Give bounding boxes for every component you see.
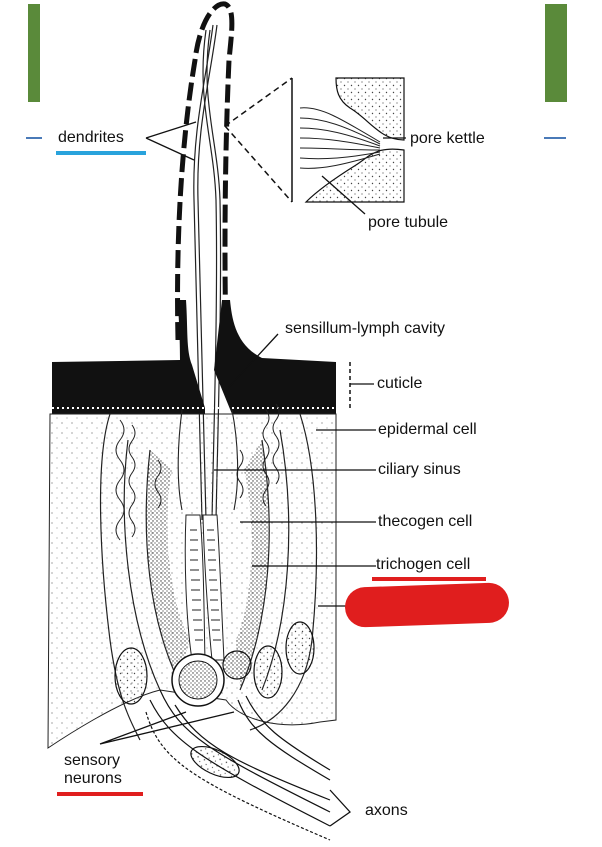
slide-accent-left [28, 4, 40, 102]
thecogen-stipple [146, 440, 270, 690]
ciliary-sinus [177, 409, 239, 511]
label-sensory-neurons-line2: neurons [64, 770, 122, 787]
slide-rule-left [26, 137, 42, 139]
label-sensory-neurons: sensory neurons [64, 752, 154, 788]
label-axons: axons [365, 802, 408, 819]
label-epidermal-cell: epidermal cell [378, 421, 477, 438]
label-sensory-neurons-line1: sensory [64, 752, 121, 769]
cuticle-region [52, 300, 336, 414]
inset-zoom-lines [224, 77, 293, 203]
underline-trichogen-cell [372, 577, 486, 581]
membrane-folds [115, 403, 280, 541]
label-cuticle: cuticle [377, 375, 423, 392]
label-pore-kettle: pore kettle [410, 130, 485, 147]
inner-dendrite-segments [184, 514, 225, 661]
leader-lines [99, 121, 406, 827]
label-dendrites: dendrites [58, 129, 124, 146]
underline-sensory-neurons [57, 792, 143, 796]
label-ciliary-sinus: ciliary sinus [378, 461, 461, 478]
label-thecogen-cell: thecogen cell [378, 513, 473, 530]
slide-accent-right [545, 4, 567, 102]
pore-inset [291, 77, 405, 203]
redaction-blob [344, 582, 510, 628]
slide-rule-right [544, 137, 566, 139]
label-trichogen-cell: trichogen cell [376, 556, 471, 573]
hair-shaft [175, 1, 235, 341]
axon-bundle [145, 689, 331, 841]
underline-dendrites [56, 151, 146, 155]
label-pore-tubule: pore tubule [368, 214, 449, 231]
cell-nuclei [114, 621, 315, 779]
label-sensillum-lymph-cavity: sensillum-lymph cavity [285, 320, 446, 337]
